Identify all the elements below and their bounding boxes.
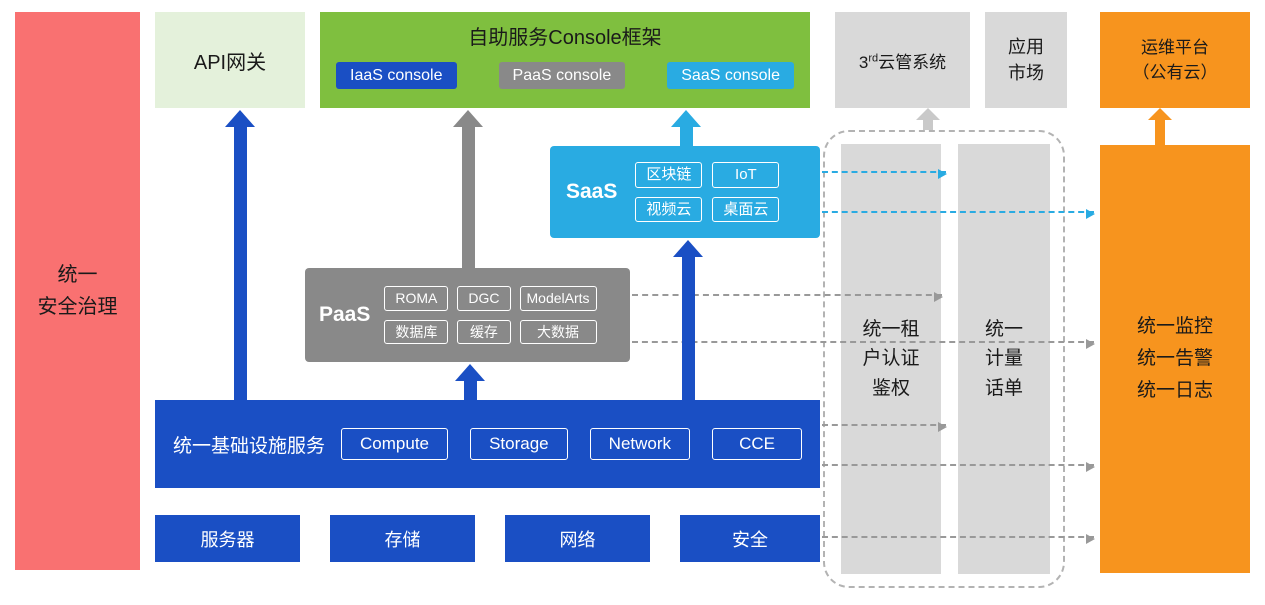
- connector-infra-to-metering: [822, 422, 947, 432]
- console-framework-box: 自助服务Console框架 IaaS console PaaS console …: [320, 12, 810, 108]
- badge-roma: ROMA: [384, 286, 449, 311]
- infra-label: 统一基础设施服务: [173, 435, 326, 457]
- arrow-head: [1148, 108, 1172, 120]
- arrow-infra-to-paas: [455, 364, 485, 400]
- arrow-shaft: [923, 120, 933, 130]
- arrow-head: [673, 240, 703, 257]
- connector-paas-to-monitor: [632, 339, 1095, 349]
- third-party-cloud-sup: rd: [868, 51, 879, 64]
- monitor-bar-label: 统一监控 统一告警 统一日志: [1136, 315, 1213, 402]
- ops-platform-label: 运维平台 （公有云）: [1132, 37, 1218, 83]
- auth-bar-label: 统一租 户认证 鉴权: [862, 318, 920, 399]
- auth-bar: 统一租 户认证 鉴权: [841, 144, 941, 574]
- infra-badges: Compute Storage Network CCE: [341, 427, 802, 461]
- app-market-label: 应用 市场: [1008, 36, 1044, 83]
- arrow-head: [455, 364, 485, 381]
- badge-dgc: DGC: [457, 286, 511, 311]
- paas-box: PaaS ROMA DGC ModelArts 数据库 缓存 大数据: [305, 268, 630, 362]
- paas-console-badge: PaaS console: [498, 62, 626, 90]
- iaas-console-badge: IaaS console: [336, 62, 457, 90]
- arrow-monitor-to-ops: [1148, 108, 1172, 145]
- arrow-shaft: [1155, 120, 1165, 145]
- storage-box: 存储: [330, 515, 475, 562]
- storage-label: 存储: [384, 529, 421, 550]
- security-box: 安全: [680, 515, 820, 562]
- api-gateway-label: API网关: [193, 51, 267, 74]
- arrow-head: [671, 110, 701, 127]
- saas-label: SaaS: [566, 180, 618, 203]
- paas-badges: ROMA DGC ModelArts 数据库 缓存 大数据: [384, 286, 597, 344]
- metering-bar-label: 统一 计量 话单: [984, 318, 1023, 399]
- console-badges-row: IaaS console PaaS console SaaS console: [320, 50, 810, 90]
- badge-iot: IoT: [712, 162, 780, 188]
- connector-paas-to-metering: [632, 292, 943, 302]
- badge-video-cloud: 视频云: [635, 196, 703, 222]
- arrow-infra-to-api: [225, 110, 255, 400]
- third-party-cloud-num: 3: [858, 52, 869, 72]
- third-party-cloud-label: 3rd云管系统: [859, 48, 946, 73]
- badge-storage: Storage: [470, 427, 568, 461]
- arrow-head: [916, 108, 940, 120]
- network-box: 网络: [505, 515, 650, 562]
- app-market-box: 应用 市场: [985, 12, 1067, 108]
- badge-database: 数据库: [384, 319, 449, 344]
- saas-console-badge: SaaS console: [667, 62, 794, 90]
- connector-saas-to-metering: [822, 169, 947, 179]
- arrow-saas-to-console: [671, 110, 701, 146]
- arrow-shaft: [461, 127, 475, 268]
- third-party-cloud-box: 3rd云管系统: [835, 12, 970, 108]
- arrow-head: [453, 110, 483, 127]
- badge-cce: CCE: [712, 427, 802, 461]
- shared-services-group: [823, 130, 1065, 588]
- server-label: 服务器: [200, 529, 255, 550]
- badge-blockchain: 区块链: [635, 162, 703, 188]
- paas-label: PaaS: [319, 303, 371, 326]
- network-label: 网络: [559, 529, 596, 550]
- saas-badges: 区块链 IoT 视频云 桌面云: [635, 162, 780, 222]
- connector-infra-to-monitor: [822, 462, 1095, 472]
- console-framework-title: 自助服务Console框架: [468, 27, 662, 49]
- arrow-shared-to-third-cloud: [916, 108, 940, 130]
- badge-desktop-cloud: 桌面云: [712, 196, 780, 222]
- arrow-shaft: [679, 127, 693, 146]
- monitor-bar: 统一监控 统一告警 统一日志: [1100, 145, 1250, 573]
- server-box: 服务器: [155, 515, 300, 562]
- saas-box: SaaS 区块链 IoT 视频云 桌面云: [550, 146, 820, 238]
- arrow-infra-to-saas: [673, 240, 703, 400]
- connector-saas-to-monitor: [822, 209, 1095, 219]
- arrow-paas-to-console: [453, 110, 483, 268]
- security-governance-bar: 统一 安全治理: [15, 12, 140, 570]
- badge-compute: Compute: [341, 427, 448, 461]
- badge-network: Network: [589, 427, 691, 461]
- third-party-cloud-text: 云管系统: [878, 52, 947, 72]
- badge-cache: 缓存: [457, 319, 511, 344]
- badge-modelarts: ModelArts: [519, 286, 597, 311]
- arrow-shaft: [463, 381, 477, 400]
- security-governance-label: 统一 安全治理: [37, 264, 118, 318]
- badge-bigdata: 大数据: [519, 319, 597, 344]
- connector-security-to-monitor: [822, 534, 1095, 544]
- arrow-head: [225, 110, 255, 127]
- security-label: 安全: [732, 529, 768, 550]
- infra-box: 统一基础设施服务 Compute Storage Network CCE: [155, 400, 820, 488]
- ops-platform-box: 运维平台 （公有云）: [1100, 12, 1250, 108]
- metering-bar: 统一 计量 话单: [958, 144, 1050, 574]
- arrow-shaft: [233, 127, 247, 400]
- api-gateway-box: API网关: [155, 12, 305, 108]
- arrow-shaft: [681, 257, 695, 400]
